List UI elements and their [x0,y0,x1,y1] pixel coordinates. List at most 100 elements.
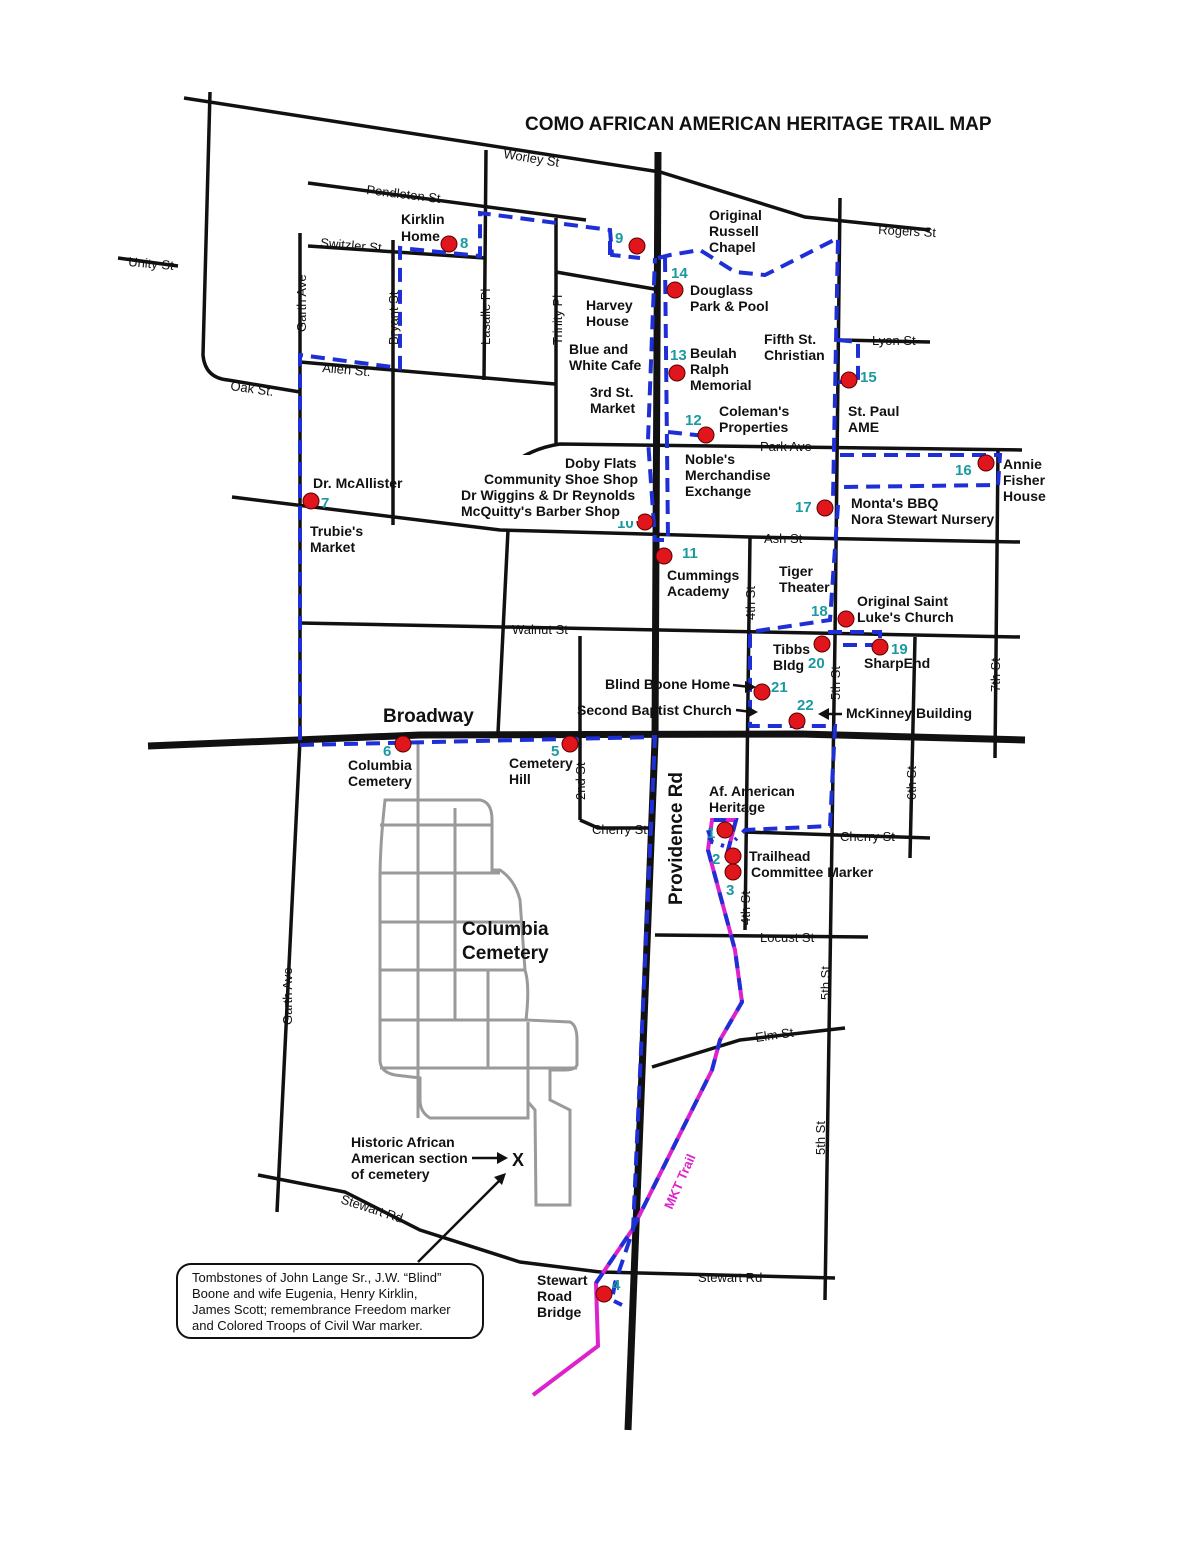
seventh-street [993,449,1000,759]
site-dot-3[interactable] [724,863,742,881]
site-number: 13 [670,347,687,364]
site-label: Market [310,539,355,555]
site-label: Af. American [709,783,795,799]
site-number: 15 [860,369,877,386]
callout-line: Tombstones of John Lange Sr., J.W. “Blin… [192,1270,441,1285]
cherry-street-east [744,830,931,840]
cemetery-title: Cemetery [462,943,549,964]
street-label-pendleton: Pendleton St [366,182,442,206]
site-labels: Kirklin Home Original Russell Chapel Dou… [310,207,1046,1320]
street-label-broadway: Broadway [383,706,474,727]
site-label: of cemetery [351,1166,430,1182]
site-label: Market [590,400,635,416]
site-label: 3rd St. [590,384,634,400]
site-number: 9 [615,230,623,247]
street-label-rogers: Rogers St [878,222,937,240]
site-label: Community Shoe Shop [484,471,638,487]
site-number: 2 [712,851,720,868]
site-label: Road [537,1288,572,1304]
site-dot-2[interactable] [724,847,742,865]
street-label-garth-north: Garth Ave [294,274,309,332]
site-dot-21[interactable] [753,683,771,701]
unity-street [117,256,179,268]
site-label: Trubie's [310,523,363,539]
site-dot-10[interactable] [636,513,654,531]
site-label: Christian [764,347,825,363]
site-label: Second Baptist Church [577,702,732,718]
callout-line: and Colored Troops of Civil War marker. [192,1318,423,1333]
site-label: Dr Wiggins & Dr Reynolds [461,487,635,503]
historic-section-x-mark: X [512,1150,524,1170]
site-dot-9[interactable] [628,237,646,255]
site-dot-13[interactable] [668,364,686,382]
site-label: SharpEnd [864,655,930,671]
site-label: Hill [509,771,531,787]
site-label: Dr. McAllister [313,475,403,491]
site-number: 18 [811,603,828,620]
site-label: Theater [779,579,830,595]
site-number: 8 [460,235,468,252]
site-label: Cemetery [509,755,573,771]
street-label-lasalle: Lasalle Pl [478,289,493,345]
site-label: Annie [1003,456,1042,472]
site-dot-18[interactable] [837,610,855,628]
short-connector [555,270,661,292]
street-label-cherry-west: Cherry St [592,822,647,837]
site-dot-19[interactable] [871,638,889,656]
site-number: 17 [795,499,812,516]
site-label: Original Saint [857,593,948,609]
site-dot-11[interactable] [655,547,673,565]
site-dot-8[interactable] [440,235,458,253]
site-dot-12[interactable] [697,426,715,444]
site-number: 14 [671,265,688,282]
site-dot-7[interactable] [302,492,320,510]
street-label-stewart-east: Stewart Rd [698,1270,762,1285]
fifth-street [823,197,842,1301]
street-label-garth-south: Garth Ave [280,967,295,1025]
map-title: COMO AFRICAN AMERICAN HERITAGE TRAIL MAP [525,114,992,135]
site-label: Coleman's [719,403,789,419]
site-dot-16[interactable] [977,454,995,472]
switzler-street [307,244,486,260]
site-label: Academy [667,583,729,599]
site-number: 5 [551,743,559,760]
elm-street [651,1026,846,1069]
site-label: Chapel [709,239,756,255]
site-label: AME [848,419,879,435]
site-dot-14[interactable] [666,281,684,299]
site-label: Kirklin [401,211,445,227]
site-dot-17[interactable] [816,499,834,517]
street-label-providence: Providence Rd [666,772,687,905]
site-label: Historic African [351,1134,455,1150]
site-number: 4 [612,1277,621,1294]
site-label: House [1003,488,1046,504]
site-label: Tibbs [773,641,810,657]
street-label-fifth-north: 5th St [828,666,843,700]
street-label-allen: Allen St. [322,360,372,379]
cemetery-paths [378,742,579,1207]
site-label: St. Paul [848,403,899,419]
site-label: Original [709,207,762,223]
site-dot-22[interactable] [788,712,806,730]
garth-avenue [275,233,302,1213]
street-label-fifth-mid: 5th St [818,966,833,1000]
lasalle-place [482,149,488,381]
site-label: Bridge [537,1304,582,1320]
site-dot-4[interactable] [595,1285,613,1303]
site-label: Harvey [586,297,633,313]
callout-line: Boone and wife Eugenia, Henry Kirklin, [192,1286,417,1301]
site-dot-20[interactable] [813,635,831,653]
site-label: Stewart [537,1272,588,1288]
street-label-fourth-north: 4th St [743,586,758,620]
site-dot-15[interactable] [840,371,858,389]
site-label: White Cafe [569,357,642,373]
site-dot-5[interactable] [561,735,579,753]
site-label: Exchange [685,483,751,499]
site-number: 19 [891,641,908,658]
site-dot-1[interactable] [716,821,734,839]
site-markers [302,235,995,1303]
site-number: 21 [771,679,788,696]
street-label-lyon: Lyon St [872,333,916,348]
site-dot-6[interactable] [394,735,412,753]
mkt-trail-route-overlay [594,818,745,1285]
